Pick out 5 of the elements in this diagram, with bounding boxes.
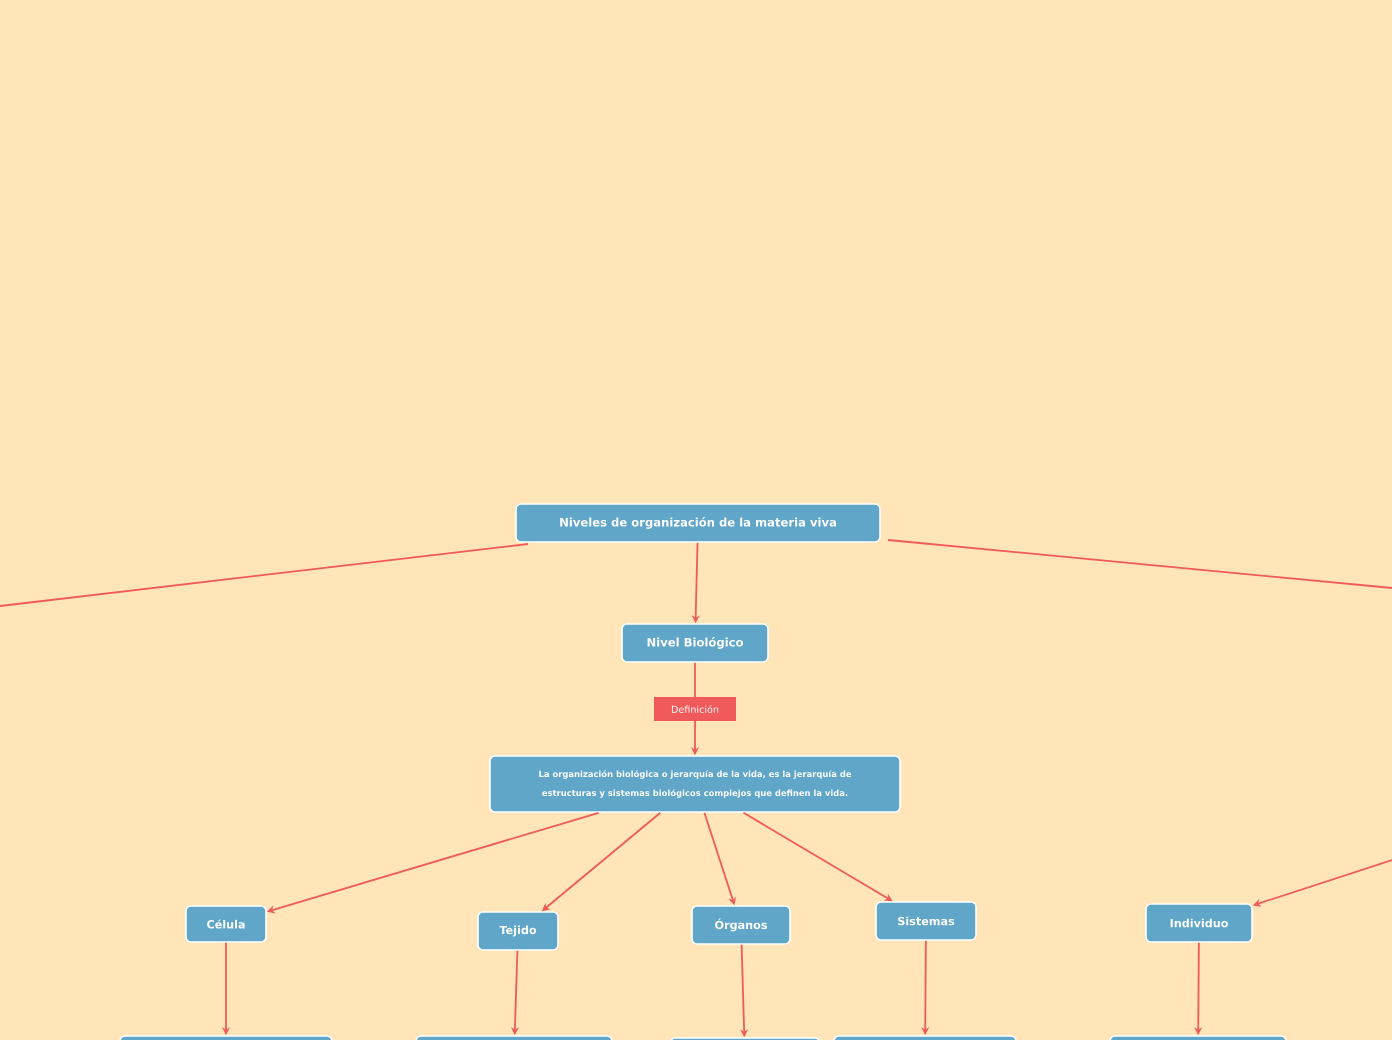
subtopic-box (833, 1035, 1017, 1040)
subtopic-box (1109, 1035, 1287, 1040)
subtopic-box (119, 1035, 333, 1040)
subtopic-box (415, 1035, 613, 1040)
arrow (742, 811, 893, 902)
